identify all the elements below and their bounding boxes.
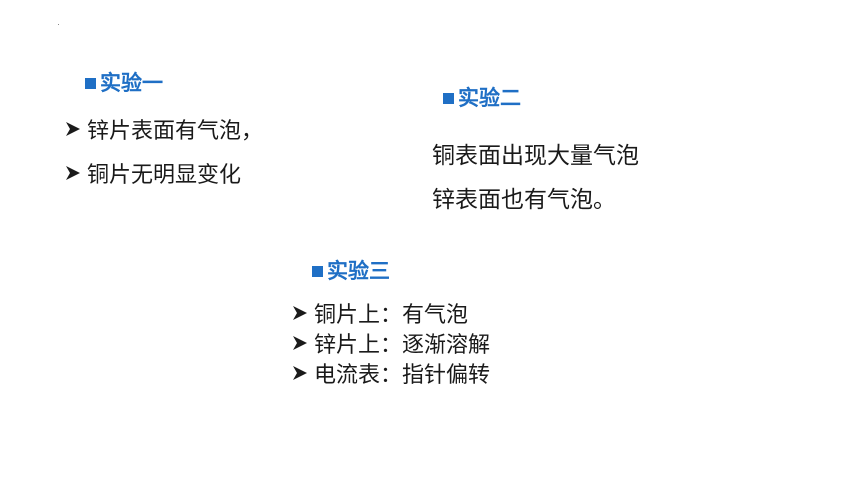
- list-item: 铜片无明显变化: [65, 158, 263, 188]
- list-item: 铜片上：有气泡: [292, 298, 490, 328]
- list-item: 电流表：指针偏转: [292, 358, 490, 388]
- list-item: 锌片上：逐渐溶解: [292, 328, 490, 358]
- experiment1-list: 锌片表面有气泡， 铜片无明显变化: [65, 114, 263, 188]
- arrow-right-icon: [65, 165, 81, 181]
- arrow-right-icon: [65, 121, 81, 137]
- stray-dot: [58, 24, 59, 25]
- experiment3-list: 铜片上：有气泡 锌片上：逐渐溶解 电流表：指针偏转: [292, 298, 490, 388]
- list-item-text: 锌片上：逐渐溶解: [314, 333, 491, 358]
- list-item-text: 铜片上：有气泡: [314, 303, 469, 328]
- experiment1-heading-text: 实验一: [100, 71, 163, 95]
- square-bullet-icon: [312, 266, 323, 277]
- experiment2-lines: 铜表面出现大量气泡 锌表面也有气泡。: [432, 136, 639, 213]
- square-bullet-icon: [443, 93, 454, 104]
- arrow-right-icon: [292, 305, 308, 321]
- list-item: 锌片表面有气泡，: [65, 114, 263, 144]
- experiment3-heading-text: 实验三: [327, 259, 390, 283]
- list-item-text: 锌片表面有气泡，: [87, 119, 264, 144]
- arrow-right-icon: [292, 365, 308, 381]
- experiment2-heading-text: 实验二: [458, 86, 521, 110]
- square-bullet-icon: [85, 78, 96, 89]
- experiment1-heading: 实验一: [85, 73, 163, 94]
- experiment2-heading: 实验二: [443, 88, 521, 109]
- list-item-text: 铜片无明显变化: [87, 163, 242, 188]
- arrow-right-icon: [292, 335, 308, 351]
- list-item-text: 电流表：指针偏转: [314, 363, 491, 388]
- experiment2-line: 锌表面也有气泡。: [432, 187, 616, 213]
- experiment2-line: 铜表面出现大量气泡: [432, 143, 639, 169]
- experiment3-heading: 实验三: [312, 261, 390, 282]
